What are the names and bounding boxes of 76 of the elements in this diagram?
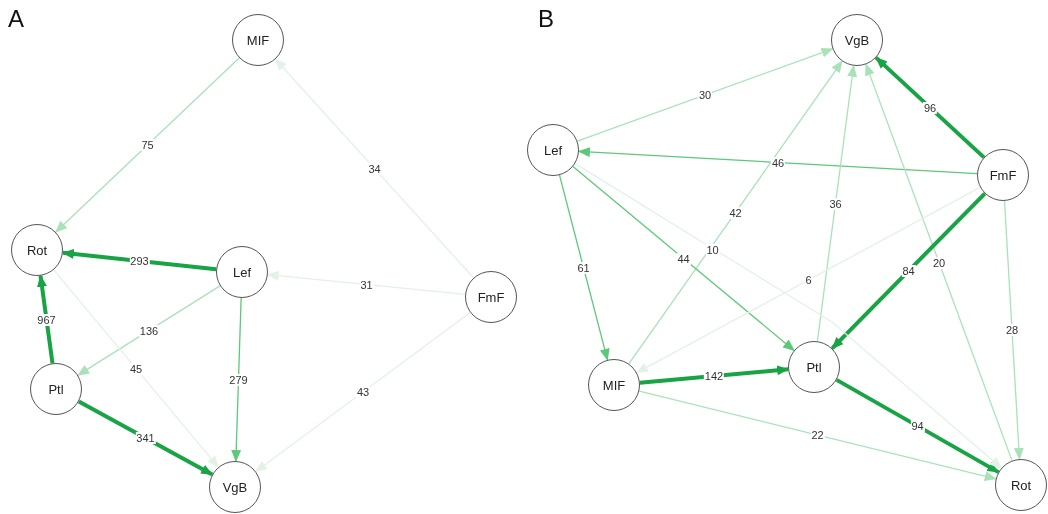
edge-label: 10	[705, 244, 720, 256]
edge-label: 22	[810, 429, 825, 441]
node-label: FmF	[477, 289, 505, 305]
arrow	[266, 270, 466, 296]
edge-label: 84	[901, 265, 916, 277]
edge-label: 293	[129, 255, 150, 267]
edge-label: 20	[931, 256, 947, 269]
arrow	[572, 165, 795, 352]
arrow	[865, 63, 1013, 462]
arrow	[1003, 200, 1024, 461]
edge-label: 967	[36, 313, 57, 326]
arrow	[274, 58, 475, 279]
node-label: VgB	[844, 32, 870, 48]
node-circle	[11, 224, 63, 276]
arrow	[638, 390, 997, 482]
node-circle	[209, 461, 261, 513]
arrow	[835, 378, 1000, 474]
edge-label: 136	[138, 324, 160, 337]
arrow	[61, 249, 217, 272]
edge-label: 43	[355, 386, 371, 398]
edge-label: 45	[128, 362, 144, 375]
node-label: Rot	[26, 242, 48, 258]
arrow	[37, 274, 55, 364]
node-label: Lef	[232, 264, 252, 280]
panel-letter: B	[538, 6, 554, 32]
edge-label: 36	[828, 197, 843, 210]
arrow	[558, 174, 610, 361]
arrow	[574, 163, 1003, 469]
edge-label: 341	[135, 432, 156, 444]
arrow	[576, 47, 834, 142]
edge-label: 279	[228, 373, 249, 386]
arrow	[77, 285, 221, 376]
arrow	[639, 365, 790, 385]
edge-label: 30	[697, 89, 713, 101]
arrow	[830, 192, 987, 350]
arrow	[577, 147, 978, 175]
node-circle	[216, 246, 268, 298]
edge-label: 142	[703, 370, 725, 382]
node-circle	[831, 14, 883, 66]
panel-letter: A	[8, 6, 24, 32]
arrow	[816, 64, 858, 342]
node-circle	[588, 359, 640, 411]
node-label: FmF	[989, 167, 1017, 183]
edge-label: 44	[676, 252, 691, 265]
node-circle	[527, 124, 579, 176]
edge-label: 96	[922, 101, 938, 114]
node-label: Lef	[543, 142, 563, 158]
edge-label: 46	[770, 156, 786, 169]
arrow	[53, 269, 219, 468]
edge-label: 61	[576, 261, 591, 274]
arrow	[874, 56, 986, 159]
arrow	[77, 399, 214, 477]
node-label: MIF	[246, 32, 270, 48]
arrow	[55, 57, 240, 233]
arrow	[231, 297, 242, 462]
node-label: Ptl	[806, 359, 822, 375]
edge-label: 6	[804, 274, 813, 286]
node-label: VgB	[222, 479, 248, 495]
node-circle	[465, 271, 517, 323]
edge-label: 94	[910, 420, 925, 432]
node-circle	[788, 341, 840, 393]
node-label: MIF	[602, 377, 626, 393]
edge-label: 31	[359, 278, 374, 291]
arrow	[628, 60, 843, 365]
edge-label: 28	[1004, 324, 1020, 336]
node-circle	[977, 149, 1029, 201]
node-circle	[30, 363, 82, 415]
arrow	[636, 186, 981, 374]
edge-label: 75	[140, 139, 155, 151]
arrow	[255, 311, 471, 473]
node-label: Rot	[1010, 477, 1032, 493]
node-label: Ptl	[48, 381, 64, 397]
edge-label: 42	[728, 206, 743, 219]
node-circle	[995, 459, 1047, 511]
edge-label: 34	[367, 162, 382, 175]
node-circle	[232, 14, 284, 66]
